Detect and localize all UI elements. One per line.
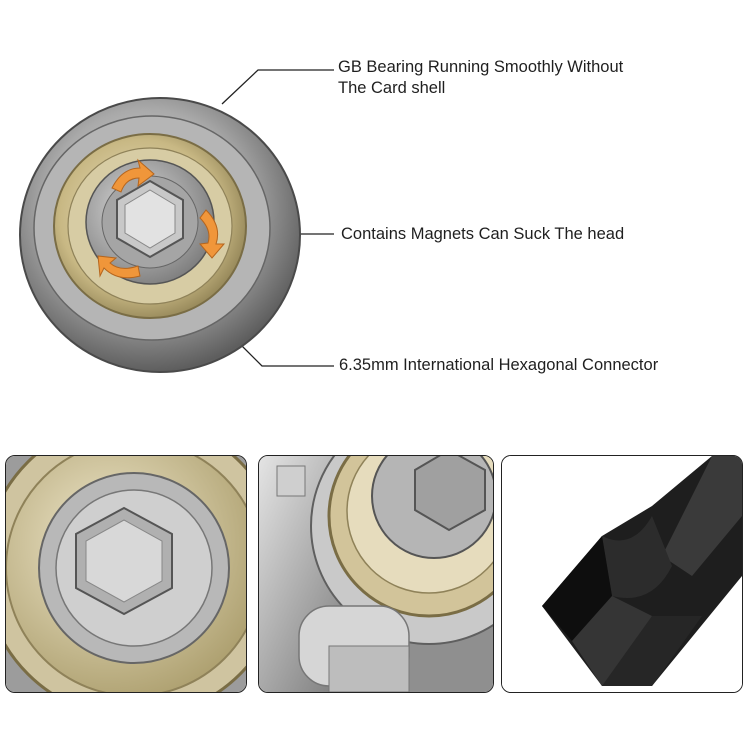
socket-illustration (19, 69, 334, 373)
rotation-arrow-icon (97, 255, 141, 279)
leader-line-connector (235, 339, 334, 367)
callout-bearing-line1: GB Bearing Running Smoothly Without (338, 58, 624, 76)
callout-magnets: Contains Magnets Can Suck The head (341, 225, 625, 243)
detail-panel-hex-bit (501, 455, 743, 693)
hex-bit (542, 456, 742, 686)
rotation-arrow-icon (111, 158, 155, 193)
callout-connector: 6.35mm International Hexagonal Connector (339, 356, 659, 374)
callout-bearing-line2: The Card shell (338, 79, 446, 97)
detail-panel-bearing-side (258, 455, 494, 693)
detail-panel-hex-socket (5, 455, 247, 693)
rotation-arrow-icon (199, 209, 226, 259)
leader-line-bearing (221, 69, 334, 105)
callout-bearing: GB Bearing Running Smoothly Without The … (338, 57, 623, 99)
